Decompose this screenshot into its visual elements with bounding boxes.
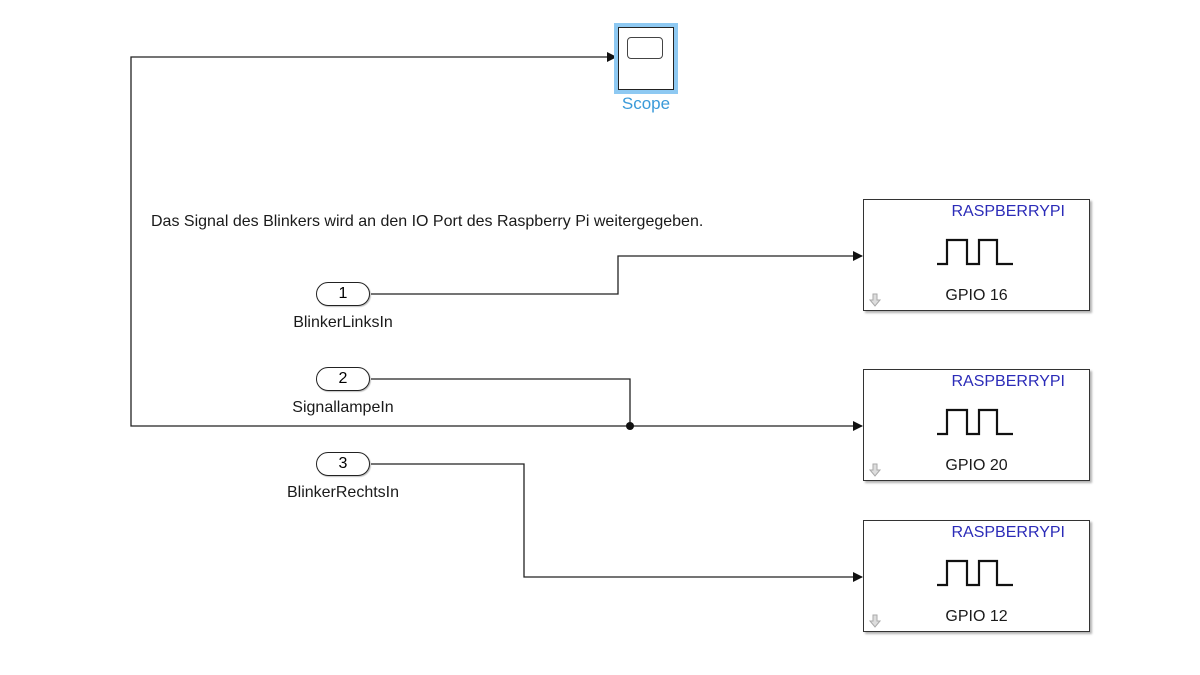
- pulse-wave-icon: [937, 559, 1013, 587]
- gpio-block-20[interactable]: RASPBERRYPI GPIO 20: [863, 369, 1090, 481]
- inport-3[interactable]: 3: [316, 452, 370, 476]
- branch-point: [626, 422, 634, 430]
- down-arrow-icon: [869, 293, 881, 307]
- annotation-text[interactable]: Das Signal des Blinkers wird an den IO P…: [151, 213, 704, 230]
- inport-number: 1: [338, 285, 348, 302]
- gpio-brand: RASPBERRYPI: [951, 203, 1065, 220]
- down-arrow-icon: [869, 614, 881, 628]
- inport-2[interactable]: 2: [316, 367, 370, 391]
- gpio-pin-label: GPIO 16: [945, 287, 1008, 304]
- scope-icon: [627, 37, 663, 59]
- wire-branch-to-scope[interactable]: [130, 52, 630, 427]
- inport-3-label: BlinkerRechtsIn: [286, 484, 400, 501]
- wire-blinkerlinks-to-gpio16[interactable]: [371, 251, 863, 295]
- gpio-pin-label: GPIO 12: [945, 608, 1008, 625]
- pulse-wave-icon: [937, 238, 1013, 266]
- wire-blinkerrechts-to-gpio12[interactable]: [371, 463, 863, 582]
- inport-1[interactable]: 1: [316, 282, 370, 306]
- scope-body: [618, 27, 674, 90]
- gpio-pin-label: GPIO 20: [945, 457, 1008, 474]
- gpio-block-12[interactable]: RASPBERRYPI GPIO 12: [863, 520, 1090, 632]
- inport-2-label: SignallampeIn: [292, 399, 394, 416]
- gpio-brand: RASPBERRYPI: [951, 373, 1065, 390]
- pulse-wave-icon: [937, 408, 1013, 436]
- scope-label: Scope: [621, 94, 671, 113]
- wire-signallampe-to-branch[interactable]: [371, 378, 631, 426]
- inport-number: 2: [338, 370, 348, 387]
- scope-block[interactable]: [614, 23, 678, 94]
- gpio-brand: RASPBERRYPI: [951, 524, 1065, 541]
- inport-number: 3: [338, 455, 348, 472]
- down-arrow-icon: [869, 463, 881, 477]
- inport-1-label: BlinkerLinksIn: [293, 314, 393, 331]
- gpio-block-16[interactable]: RASPBERRYPI GPIO 16: [863, 199, 1090, 311]
